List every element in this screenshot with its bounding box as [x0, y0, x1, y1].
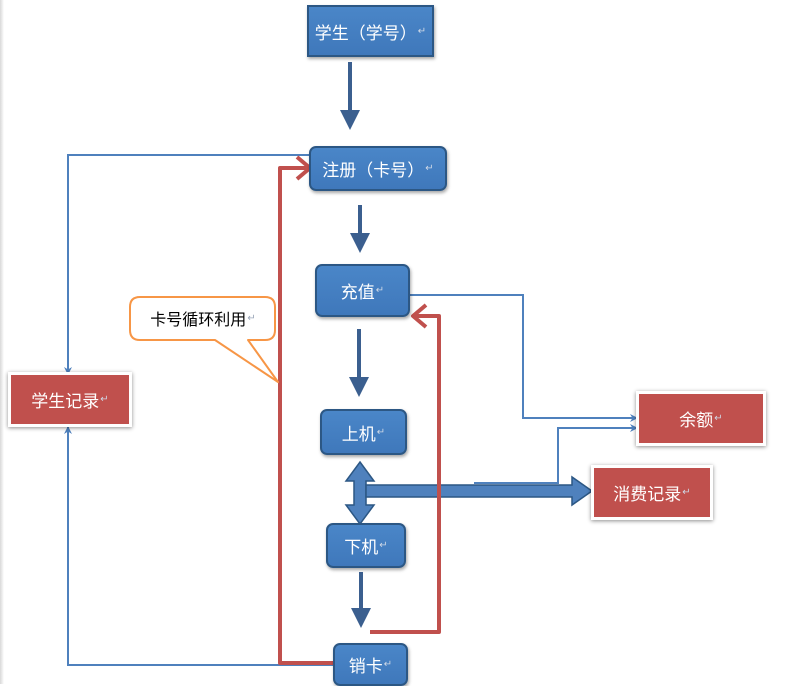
page-edge	[0, 0, 4, 684]
line-consumption-to-balance	[474, 424, 638, 484]
node-consumption-record: 消费记录↵	[591, 465, 713, 520]
node-balance: 余额↵	[636, 391, 766, 446]
line-cancel-to-student-record	[64, 426, 335, 666]
node-register: 注册（卡号）↵	[309, 146, 447, 191]
callout-label: 卡号循环利用↵	[150, 310, 256, 329]
arrow-to-consumption-record	[365, 475, 594, 507]
loop-logoff-to-recharge	[370, 303, 441, 634]
node-recharge: 充值↵	[315, 264, 410, 317]
callout-bubble	[129, 296, 279, 383]
node-logon: 上机↵	[320, 409, 407, 455]
node-student-id: 学生（学号）↵	[307, 5, 434, 57]
node-logoff: 下机↵	[326, 523, 406, 568]
line-register-to-student-record	[64, 154, 313, 375]
node-cancel-card: 销卡↵	[333, 643, 408, 686]
line-recharge-to-balance	[410, 294, 638, 422]
node-student-record: 学生记录↵	[8, 372, 132, 427]
